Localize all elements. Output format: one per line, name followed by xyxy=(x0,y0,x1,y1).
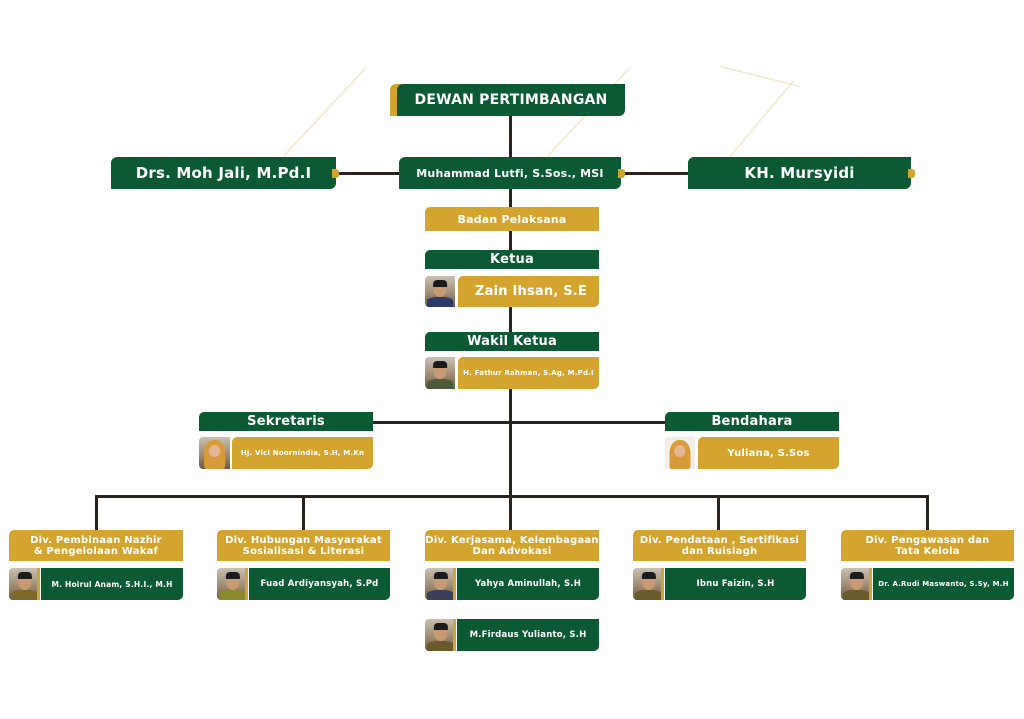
dewan-header-label: DEWAN PERTIMBANGAN xyxy=(414,92,608,108)
division-1-member-1-box: M. Hoirul Anam, S.H.I., M.H xyxy=(41,568,183,600)
connector-div-2 xyxy=(302,495,305,530)
decorative-line xyxy=(283,68,366,157)
sekretaris-name: Hj. Vici Noornindia, S.H, M.Kn xyxy=(240,449,365,457)
connector-trunk-mid xyxy=(509,230,512,250)
division-1-title-line2: & Pengelolaan Wakaf xyxy=(33,545,159,557)
ketua-name: Zain Ihsan, S.E xyxy=(475,284,587,299)
dewan-member-center-name: Muhammad Lutfi, S.Sos., MSI xyxy=(416,166,604,180)
division-3-member-2-box: M.Firdaus Yulianto, S.H xyxy=(457,619,599,651)
division-2-member-1-box: Fuad Ardiyansyah, S.Pd xyxy=(249,568,390,600)
connector-tab xyxy=(908,169,915,178)
dewan-member-center: Muhammad Lutfi, S.Sos., MSI xyxy=(399,157,621,189)
connector-sekretaris-bendahara xyxy=(372,421,666,424)
division-2-member-1-name: Fuad Ardiyansyah, S.Pd xyxy=(260,579,379,589)
connector-div-5 xyxy=(926,495,929,530)
division-1-title-line1: Div. Pembinaan Nazhir xyxy=(30,534,162,546)
badan-pelaksana-header: Badan Pelaksana xyxy=(425,207,599,231)
decorative-line xyxy=(729,80,795,158)
connector-ketua-wakil xyxy=(509,307,512,333)
ketua-title-label: Ketua xyxy=(490,252,534,267)
division-5-title: Div. Pengawasan dan Tata Kelola xyxy=(841,530,1014,561)
bendahara-name: Yuliana, S.Sos xyxy=(727,447,810,459)
dewan-member-left: Drs. Moh Jali, M.Pd.I xyxy=(111,157,336,189)
division-1-member-1-photo xyxy=(9,568,40,600)
division-5-title-line2: Tata Kelola xyxy=(895,545,960,557)
dewan-member-left-name: Drs. Moh Jali, M.Pd.I xyxy=(135,164,312,182)
division-2-member-1-photo xyxy=(217,568,248,600)
division-3-member-2-name: M.Firdaus Yulianto, S.H xyxy=(469,630,587,640)
ketua-name-box: Zain Ihsan, S.E xyxy=(458,276,599,307)
division-2-title-line2: Sosialisasi & Literasi xyxy=(242,545,365,557)
division-3-member-1-box: Yahya Aminullah, S.H xyxy=(457,568,599,600)
division-4-title-line2: dan Ruislagh xyxy=(681,545,758,557)
bendahara-title: Bendahara xyxy=(665,412,839,431)
division-5-member-1-name: Dr. A.Rudi Maswanto, S.Sy, M.H xyxy=(878,580,1009,588)
connector-tab xyxy=(332,169,339,178)
division-5-member-1-photo xyxy=(841,568,872,600)
sekretaris-name-box: Hj. Vici Noornindia, S.H, M.Kn xyxy=(232,437,373,469)
bendahara-name-box: Yuliana, S.Sos xyxy=(698,437,839,469)
connector-div-1 xyxy=(95,495,98,530)
division-3-title-line1: Div. Kerjasama, Kelembagaan xyxy=(425,534,599,546)
division-5-member-1-box: Dr. A.Rudi Maswanto, S.Sy, M.H xyxy=(873,568,1014,600)
division-1-title: Div. Pembinaan Nazhir & Pengelolaan Waka… xyxy=(9,530,183,561)
bendahara-title-label: Bendahara xyxy=(711,414,793,429)
division-4-member-1-photo xyxy=(633,568,664,600)
wakil-ketua-title: Wakil Ketua xyxy=(425,332,599,351)
division-2-title-line1: Div. Hubungan Masyarakat xyxy=(225,534,382,546)
ketua-photo xyxy=(425,276,455,307)
division-4-title: Div. Pendataan , Sertifikasi dan Ruislag… xyxy=(633,530,806,561)
division-3-member-1-photo xyxy=(425,568,456,600)
decorative-line xyxy=(719,66,800,87)
division-4-member-1-name: Ibnu Faizin, S.H xyxy=(696,579,775,589)
connector-divisions-horizontal xyxy=(95,495,929,498)
connector-div-4 xyxy=(717,495,720,530)
division-4-title-line1: Div. Pendataan , Sertifikasi xyxy=(639,534,800,546)
dewan-member-right: KH. Mursyidi xyxy=(688,157,911,189)
wakil-ketua-title-label: Wakil Ketua xyxy=(467,334,557,349)
sekretaris-title-label: Sekretaris xyxy=(247,414,325,429)
division-5-title-line1: Div. Pengawasan dan xyxy=(865,534,990,546)
connector-tab xyxy=(618,169,625,178)
dewan-member-right-name: KH. Mursyidi xyxy=(744,164,855,182)
division-3-member-1-name: Yahya Aminullah, S.H xyxy=(474,579,582,589)
division-3-title: Div. Kerjasama, Kelembagaan Dan Advokasi xyxy=(425,530,599,561)
sekretaris-photo xyxy=(199,437,230,469)
connector-trunk-lower xyxy=(509,389,512,530)
dewan-pertimbangan-header: DEWAN PERTIMBANGAN xyxy=(397,84,625,116)
division-1-member-1-name: M. Hoirul Anam, S.H.I., M.H xyxy=(51,579,173,589)
division-3-member-2-photo xyxy=(425,619,456,651)
wakil-ketua-name-box: H. Fathur Rahman, S.Ag, M.Pd.I xyxy=(458,357,599,389)
sekretaris-title: Sekretaris xyxy=(199,412,373,431)
division-2-title: Div. Hubungan Masyarakat Sosialisasi & L… xyxy=(217,530,390,561)
wakil-ketua-name: H. Fathur Rahman, S.Ag, M.Pd.I xyxy=(463,369,594,377)
division-4-member-1-box: Ibnu Faizin, S.H xyxy=(665,568,806,600)
division-3-title-line2: Dan Advokasi xyxy=(472,545,552,557)
bendahara-photo xyxy=(665,437,695,469)
ketua-title: Ketua xyxy=(425,250,599,269)
badan-pelaksana-label: Badan Pelaksana xyxy=(457,212,567,226)
wakil-ketua-photo xyxy=(425,357,455,389)
